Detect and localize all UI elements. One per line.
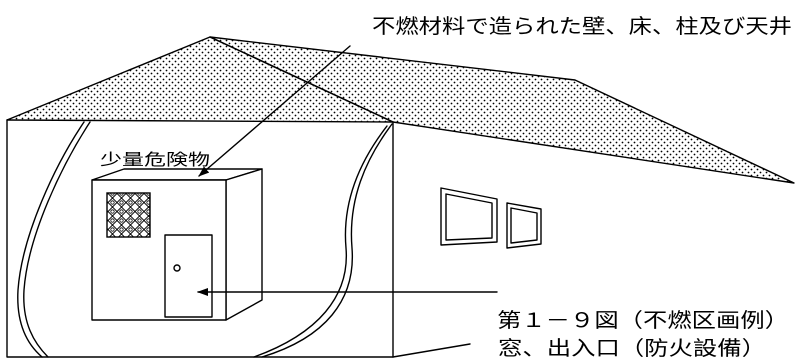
compartment-boundary-left xyxy=(17,121,91,358)
hazardous-materials-room xyxy=(91,168,263,321)
fire-protection-openings-label: 窓、出入口（防火設備） xyxy=(498,336,766,360)
figure-caption: 第１－９図（不燃区画例） xyxy=(497,308,789,332)
noncombustible-structure-label: 不燃材料で造られた壁、床、柱及び天井 xyxy=(372,14,792,38)
side-roof xyxy=(209,36,795,184)
door-knob xyxy=(173,264,181,272)
room-door xyxy=(164,234,213,318)
side-window-2 xyxy=(506,202,542,249)
front-wall xyxy=(6,119,394,358)
room-window xyxy=(106,192,151,238)
side-wall-bottom-edge xyxy=(392,343,471,358)
room-side-face xyxy=(225,168,263,321)
compartment-boundary-right xyxy=(253,123,393,358)
small-quantity-hazmat-label: 少量危険物 xyxy=(100,150,210,169)
side-window-1 xyxy=(440,187,498,246)
noncombustible-leader-arrow xyxy=(198,45,351,177)
